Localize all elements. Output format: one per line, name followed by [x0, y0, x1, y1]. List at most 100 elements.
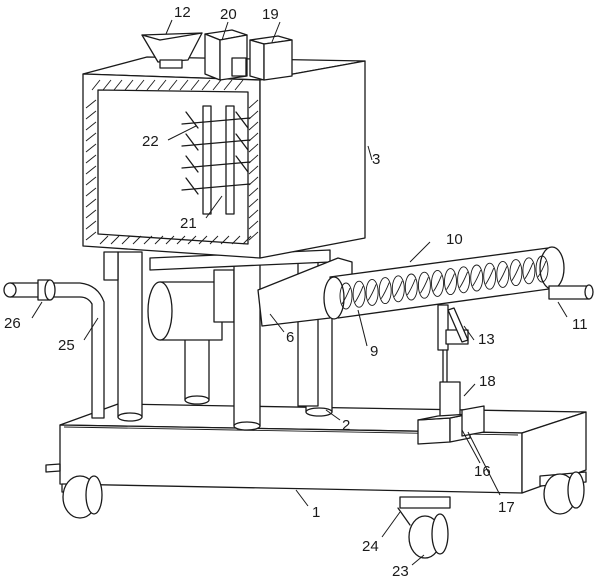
label-24: 24 — [362, 538, 379, 555]
hatch-line — [248, 231, 259, 241]
hatch-line — [198, 235, 208, 245]
feed-hopper — [141, 32, 203, 69]
screw-flight-edge — [367, 284, 377, 301]
screw-flight — [444, 268, 457, 296]
label-21: 21 — [180, 215, 197, 232]
hatch-line — [248, 165, 259, 175]
hatch-line — [85, 110, 97, 120]
label-3: 3 — [372, 151, 380, 168]
hatch-line — [248, 209, 259, 219]
screw-flight — [391, 275, 405, 303]
screw-flight — [417, 271, 431, 299]
screw-flight — [339, 282, 353, 310]
screw-flight — [535, 255, 549, 283]
hatch-line — [85, 132, 97, 142]
label-26: 26 — [4, 315, 21, 332]
hatch-line — [248, 99, 259, 109]
label-9: 9 — [370, 343, 378, 360]
label-16: 16 — [474, 463, 491, 480]
hatch-line — [121, 235, 131, 245]
hatch-line — [176, 235, 186, 245]
screw-flight-edge — [393, 280, 403, 298]
screw-flight-edge — [446, 273, 455, 290]
hatch-line — [85, 176, 97, 186]
hatch-line — [220, 235, 230, 245]
hatch-line — [201, 79, 211, 91]
label-25: 25 — [58, 337, 75, 354]
label-20: 20 — [220, 6, 237, 23]
conveyor-tube — [323, 246, 594, 320]
screw-flight-edge — [341, 287, 351, 305]
screw-flight — [378, 277, 392, 305]
label-19: 19 — [262, 6, 279, 23]
hatch-line — [248, 121, 259, 131]
screw-flight-edge — [472, 269, 482, 287]
motor-box — [204, 29, 248, 81]
hatch-line — [85, 154, 97, 164]
hatch-line — [223, 79, 233, 91]
front-columns — [103, 251, 261, 431]
screw-flight — [483, 262, 497, 290]
label-22: 22 — [142, 133, 159, 150]
hatch-line — [168, 79, 178, 91]
conveyor-support — [437, 304, 469, 383]
leader-lines — [31, 19, 568, 566]
screw-flight-edge — [537, 260, 547, 278]
screw-flight-edge — [485, 268, 495, 285]
hatch-line — [135, 79, 145, 91]
hatch-line — [110, 235, 120, 245]
hatch-line — [212, 79, 222, 91]
hatch-line — [190, 79, 200, 91]
hatch-line — [187, 235, 197, 245]
label-12: 12 — [174, 4, 191, 21]
screw-flight-edge — [524, 262, 534, 280]
hatch-line — [85, 99, 97, 109]
label-17: 17 — [498, 499, 515, 516]
hatch-line — [85, 121, 97, 131]
screw-flight — [522, 257, 536, 285]
hatch-line — [85, 165, 97, 175]
hatch-line — [99, 235, 109, 245]
screw-flight-edge — [380, 282, 390, 299]
hatch-line — [124, 79, 134, 91]
caster-rear-right — [539, 471, 587, 515]
screw-flight-edge — [406, 278, 416, 296]
screw-flight — [509, 259, 523, 287]
label-23: 23 — [392, 563, 409, 580]
screw-flight — [365, 278, 379, 306]
screw-flight — [457, 266, 471, 294]
hatch-line — [91, 79, 101, 91]
hatch-line — [132, 235, 142, 245]
side-pipe — [3, 279, 105, 419]
stirring-rods — [181, 105, 251, 215]
hatch-line — [102, 79, 112, 91]
label-2: 2 — [342, 417, 350, 434]
hatch-line — [248, 198, 259, 208]
hatch-line — [209, 235, 219, 245]
control-box — [249, 35, 293, 81]
hatch-line — [85, 143, 97, 153]
screw-flight-edge — [459, 271, 469, 289]
hatch-line — [143, 235, 153, 245]
hatch-line — [85, 187, 97, 197]
screw-flight-edge — [354, 286, 364, 303]
mixing-box — [82, 56, 366, 259]
screw-flight — [470, 264, 484, 292]
hatch-line — [157, 79, 167, 91]
actuator — [417, 381, 485, 445]
hatch-line — [231, 235, 241, 245]
hatch-line — [146, 79, 156, 91]
hatch-line — [85, 198, 97, 208]
screw-flight — [431, 269, 444, 297]
label-10: 10 — [446, 231, 463, 248]
label-13: 13 — [478, 331, 495, 348]
hatch-line — [85, 220, 97, 230]
hatch-line — [248, 220, 259, 230]
hatch-line — [234, 79, 244, 91]
hatch-line — [154, 235, 164, 245]
screw-flights — [339, 255, 549, 310]
label-6: 6 — [286, 329, 294, 346]
hatch-line — [179, 79, 189, 91]
